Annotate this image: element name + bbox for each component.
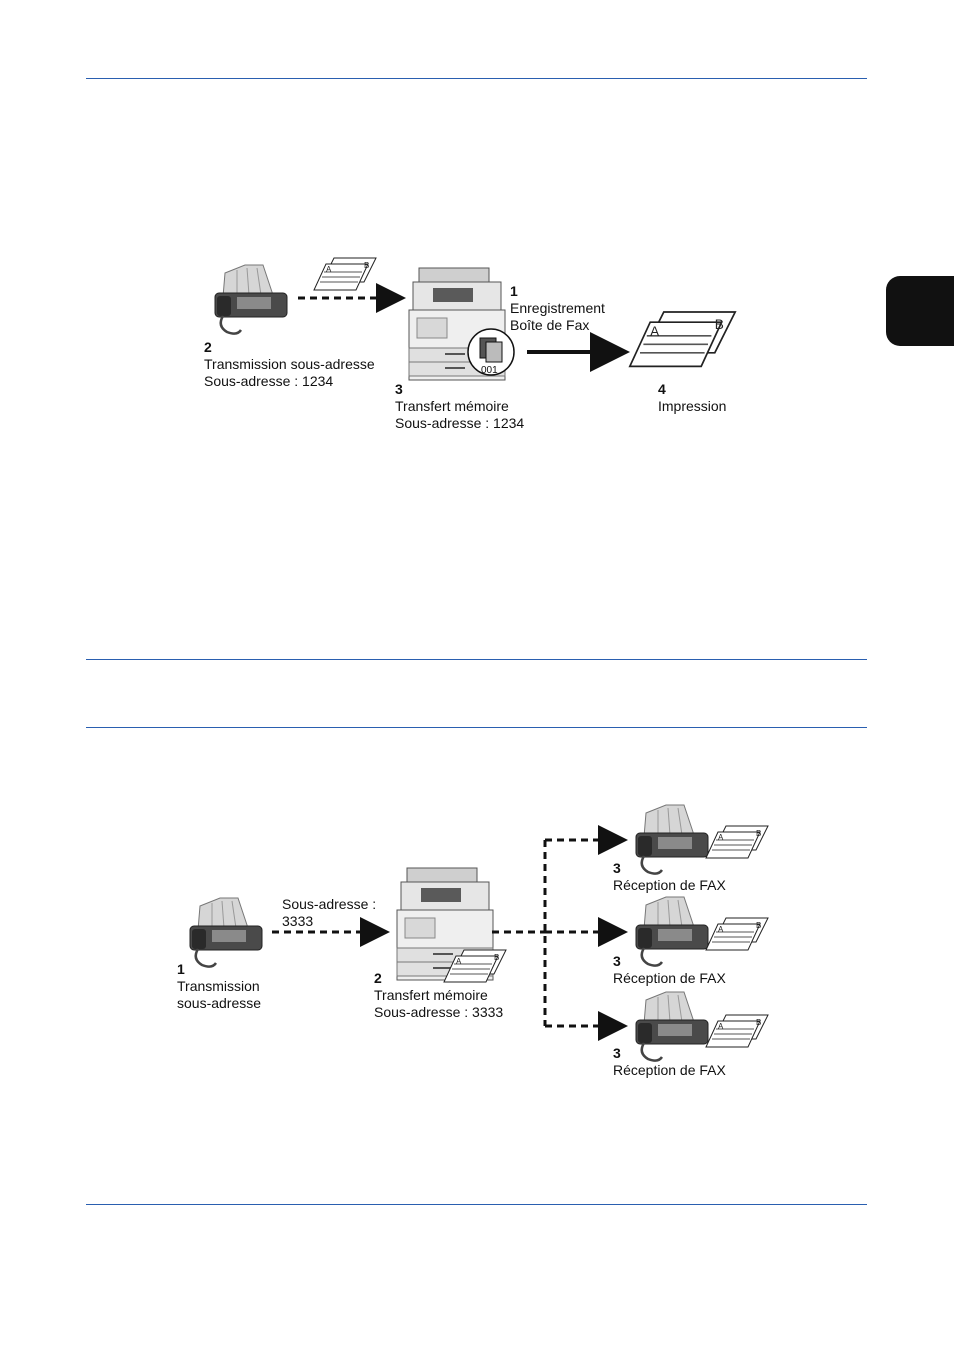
step-text: Transfert mémoire bbox=[374, 987, 488, 1003]
d2-receiver-label-2: 3 Réception de FAX bbox=[613, 953, 726, 987]
sender-fax-icon-2 bbox=[188, 896, 264, 968]
printed-documents-icon bbox=[628, 311, 737, 368]
d2-receiver-label-1: 3 Réception de FAX bbox=[613, 860, 726, 894]
d1-step3-label: 3 Transfert mémoire Sous-adresse : 1234 bbox=[395, 381, 524, 432]
d1-step2-label: 2 Transmission sous-adresse Sous-adresse… bbox=[204, 339, 375, 390]
step-text: Transmission sous-adresse bbox=[204, 356, 375, 372]
box-number: 001 bbox=[481, 365, 498, 376]
step-text: Réception de FAX bbox=[613, 1062, 726, 1078]
step-text: Impression bbox=[658, 398, 727, 414]
step-number: 3 bbox=[613, 953, 621, 969]
step-number: 1 bbox=[177, 961, 185, 977]
d1-step1-label: 1 Enregistrement Boîte de Fax bbox=[510, 283, 605, 334]
d2-subaddress-label: Sous-adresse : 3333 bbox=[282, 896, 376, 930]
step-text: Réception de FAX bbox=[613, 970, 726, 986]
sender-fax-icon bbox=[213, 263, 289, 335]
document-icon bbox=[313, 257, 377, 291]
subaddress-value: 3333 bbox=[282, 913, 314, 929]
received-docs-icon-2 bbox=[705, 917, 769, 951]
step-text: Sous-adresse : 3333 bbox=[374, 1004, 504, 1020]
step-number: 2 bbox=[374, 970, 382, 986]
chapter-tab bbox=[886, 276, 954, 346]
section-rule-1 bbox=[86, 659, 867, 660]
received-docs-icon-3 bbox=[705, 1014, 769, 1048]
d2-step1-label: 1 Transmission sous-adresse bbox=[177, 961, 261, 1012]
d1-step4-label: 4 Impression bbox=[658, 381, 726, 415]
step-text: Transmission bbox=[177, 978, 260, 994]
step-text: Boîte de Fax bbox=[510, 317, 590, 333]
step-text: Réception de FAX bbox=[613, 877, 726, 893]
subaddress-text: Sous-adresse : bbox=[282, 896, 377, 912]
section-rule-2 bbox=[86, 727, 867, 728]
step-text: sous-adresse bbox=[177, 995, 262, 1011]
step-number: 4 bbox=[658, 381, 666, 397]
d2-step2-label: 2 Transfert mémoire Sous-adresse : 3333 bbox=[374, 970, 503, 1021]
step-number: 2 bbox=[204, 339, 212, 355]
step-number: 3 bbox=[613, 1045, 621, 1061]
step-number: 3 bbox=[395, 381, 403, 397]
received-docs-icon-1 bbox=[705, 825, 769, 859]
step-text: Transfert mémoire bbox=[395, 398, 509, 414]
step-number: 1 bbox=[510, 283, 518, 299]
step-text: Sous-adresse : 1234 bbox=[395, 415, 525, 431]
top-rule bbox=[86, 78, 867, 79]
d2-receiver-label-3: 3 Réception de FAX bbox=[613, 1045, 726, 1079]
step-text: Enregistrement bbox=[510, 300, 605, 316]
bottom-rule bbox=[86, 1204, 867, 1205]
step-number: 3 bbox=[613, 860, 621, 876]
step-text: Sous-adresse : 1234 bbox=[204, 373, 334, 389]
